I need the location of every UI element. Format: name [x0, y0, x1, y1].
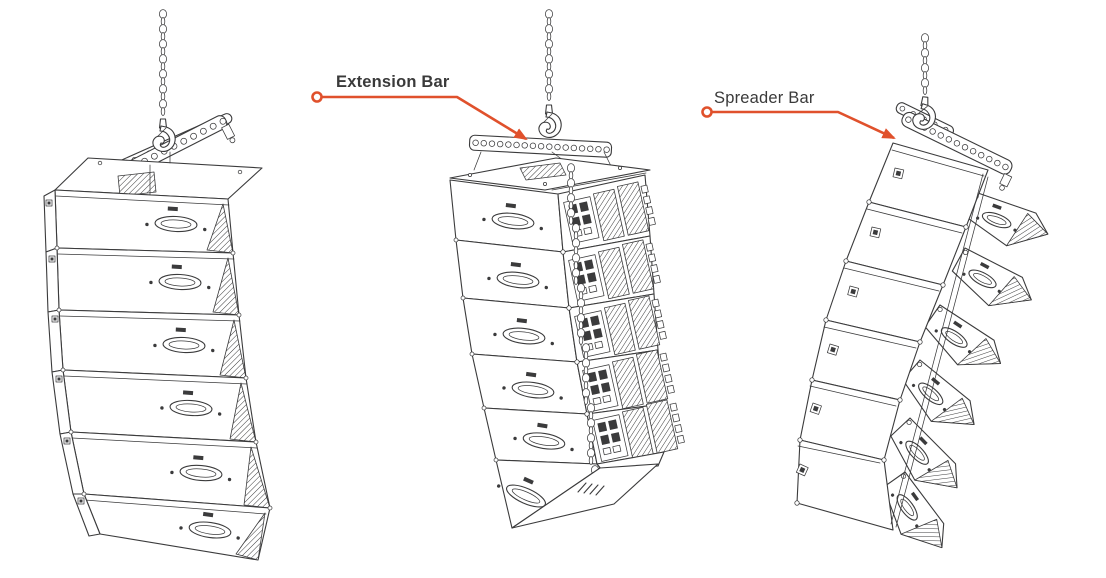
cabinet-top-face	[449, 157, 651, 194]
right-array	[794, 33, 1054, 563]
cabinet-4	[51, 369, 257, 443]
brand-logo-stripes	[577, 482, 605, 496]
brand-badge	[45, 199, 53, 207]
brand-badge	[55, 375, 63, 383]
cabinet-2	[455, 235, 663, 309]
cabinet-3	[47, 309, 247, 379]
cabinet-6	[795, 439, 894, 531]
cabinet-1	[43, 189, 234, 254]
brand-badge	[847, 285, 860, 298]
brand-badge	[869, 226, 882, 239]
grille-hatch	[219, 319, 247, 379]
grille-hatch	[235, 512, 266, 561]
cabinet-1	[449, 174, 658, 253]
brand-badge	[51, 315, 59, 323]
spreader-bar-label: Spreader Bar	[714, 89, 815, 107]
cabinet-2	[45, 247, 240, 316]
cabinet-5	[483, 397, 687, 466]
left-array	[43, 9, 273, 561]
chain	[921, 33, 929, 95]
extension-bar-label: Extension Bar	[336, 73, 450, 91]
grille-hatch	[229, 382, 257, 443]
grille-hatch	[206, 203, 234, 254]
pullback-cable	[890, 173, 989, 528]
grille-hatch	[212, 257, 240, 316]
cabinet-top-face	[54, 151, 263, 200]
hinge-hardware	[794, 199, 969, 506]
extension-bar	[468, 134, 613, 158]
hinge-hardware	[54, 245, 273, 511]
callout-extension-bar	[311, 91, 528, 141]
crane-hook-icon	[538, 104, 562, 138]
brand-badge	[48, 255, 56, 263]
callout-dot	[701, 106, 713, 118]
vent-grille	[519, 162, 567, 181]
cabinet-rear-wedge	[944, 246, 1041, 320]
center-array	[449, 9, 687, 529]
cabinet-3	[462, 293, 669, 363]
cabinet-bottom-face	[511, 463, 659, 529]
callout-leader	[317, 95, 528, 141]
brand-badge	[892, 167, 905, 180]
bar-end-bracket	[999, 173, 1013, 191]
brand-badge	[63, 437, 71, 445]
frame-end-bracket	[221, 123, 236, 144]
cabinet-6	[72, 493, 271, 561]
callout-dot	[311, 91, 323, 103]
brand-badge	[77, 497, 85, 505]
callout-leader	[707, 110, 896, 140]
hinge-hardware	[453, 237, 590, 463]
chain	[159, 9, 167, 116]
cabinet-5	[59, 431, 271, 509]
vent-grille	[117, 171, 157, 197]
chain	[545, 9, 553, 101]
callout-spreader-bar	[701, 106, 896, 140]
cabinet-5	[799, 379, 901, 461]
